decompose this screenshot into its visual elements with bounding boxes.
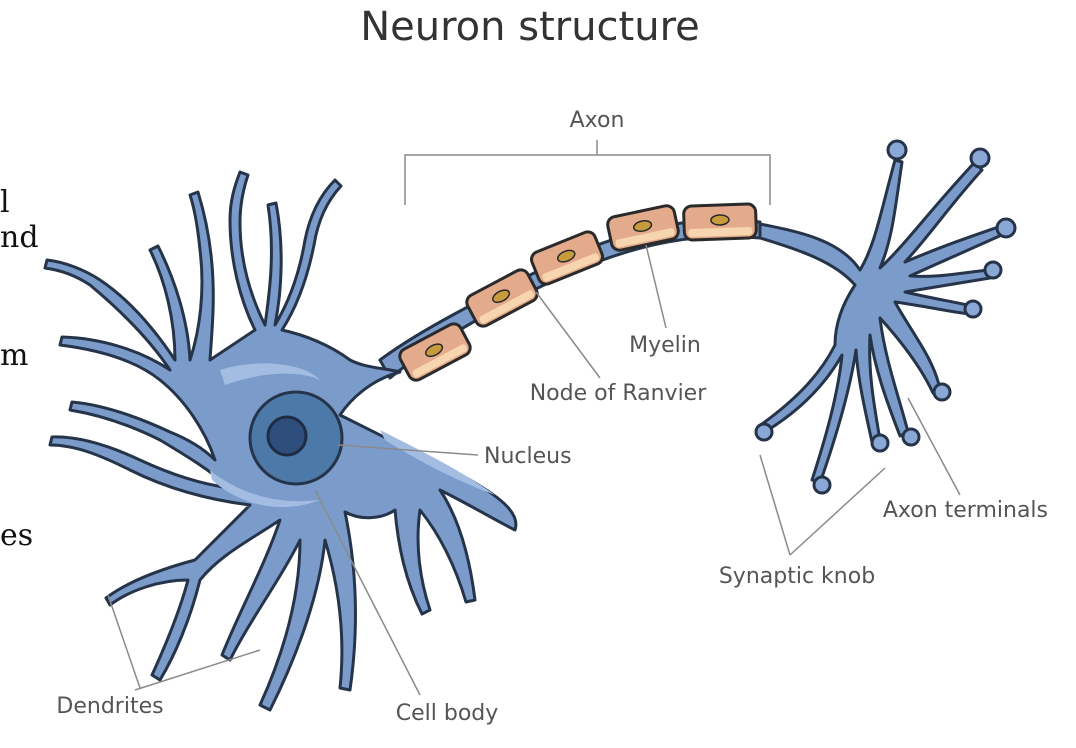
axon-label: Axon (570, 108, 625, 133)
axon-bracket (404, 140, 771, 205)
dendrites-label: Dendrites (56, 694, 163, 719)
left-edge-fragment: es (0, 518, 33, 553)
nucleus-label: Nucleus (484, 444, 572, 469)
nucleolus (266, 415, 308, 457)
left-edge-fragment: l (0, 185, 10, 220)
left-edge-fragment: m (0, 338, 28, 373)
cell-body-label: Cell body (396, 701, 499, 726)
axon-terminals-label: Axon terminals (883, 498, 1048, 523)
left-edge-fragment: nd (0, 220, 39, 255)
synaptic-knob-label: Synaptic knob (719, 564, 875, 589)
leader-lines (107, 244, 961, 696)
myelin-label: Myelin (629, 333, 701, 358)
axon-terminal-branches (754, 139, 1017, 495)
diagram-title: Neuron structure (360, 4, 700, 50)
node-of-ranvier-label: Node of Ranvier (530, 381, 708, 406)
myelin-sheath (398, 202, 758, 382)
